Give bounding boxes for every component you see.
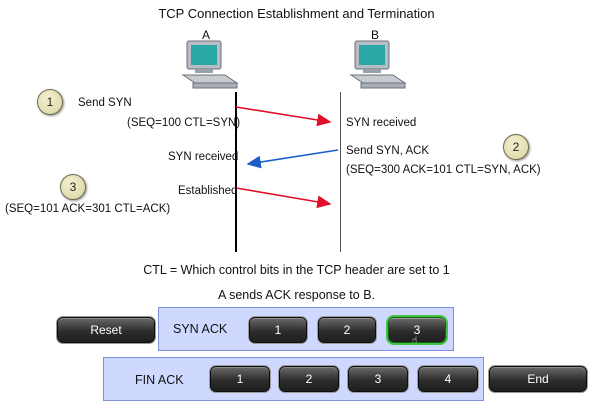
- fin-step-1-button[interactable]: 1: [210, 366, 270, 392]
- step-2-marker: 2: [503, 134, 529, 160]
- step-3-detail: (SEQ=101 ACK=301 CTL=ACK): [5, 203, 171, 215]
- pointer-cursor-icon: ☝: [412, 335, 418, 345]
- ack-arrow: [235, 187, 332, 209]
- host-a-label: A: [202, 28, 211, 42]
- computer-icon: [181, 39, 241, 91]
- fin-step-3-button[interactable]: 3: [348, 366, 408, 392]
- host-b-label: B: [371, 28, 380, 42]
- step-1-detail: (SEQ=100 CTL=SYN): [127, 117, 241, 129]
- syn-arrow: [235, 106, 332, 127]
- computer-icon: [349, 39, 409, 91]
- syn-step-2-button[interactable]: 2: [318, 317, 376, 343]
- syn-ack-label: SYN ACK: [173, 322, 228, 336]
- end-button[interactable]: End: [489, 366, 587, 392]
- syn-step-3-button[interactable]: 3: [388, 317, 446, 343]
- ctl-note: CTL = Which control bits in the TCP head…: [143, 263, 450, 277]
- page-title: TCP Connection Establishment and Termina…: [158, 6, 435, 21]
- step-1-label: Send SYN: [78, 97, 132, 109]
- step-2-label: Send SYN, ACK: [346, 145, 430, 157]
- syn-received-b: SYN received: [346, 117, 417, 129]
- syn-ack-arrow: [246, 149, 339, 169]
- step-3-marker: 3: [60, 174, 86, 200]
- fin-step-4-button[interactable]: 4: [418, 366, 478, 392]
- message-arrows: [235, 106, 339, 209]
- status-text: A sends ACK response to B.: [217, 288, 376, 302]
- established-label: Established: [178, 185, 238, 197]
- syn-step-1-button[interactable]: 1: [249, 317, 307, 343]
- reset-button[interactable]: Reset: [57, 317, 155, 343]
- fin-ack-label: FIN ACK: [135, 373, 184, 387]
- timeline-a: [235, 92, 237, 252]
- fin-step-2-button[interactable]: 2: [279, 366, 339, 392]
- timeline-b: [340, 92, 341, 252]
- step-1-marker: 1: [37, 89, 63, 115]
- step-2-detail: (SEQ=300 ACK=101 CTL=SYN, ACK): [346, 164, 541, 176]
- syn-received-a: SYN received: [168, 151, 239, 163]
